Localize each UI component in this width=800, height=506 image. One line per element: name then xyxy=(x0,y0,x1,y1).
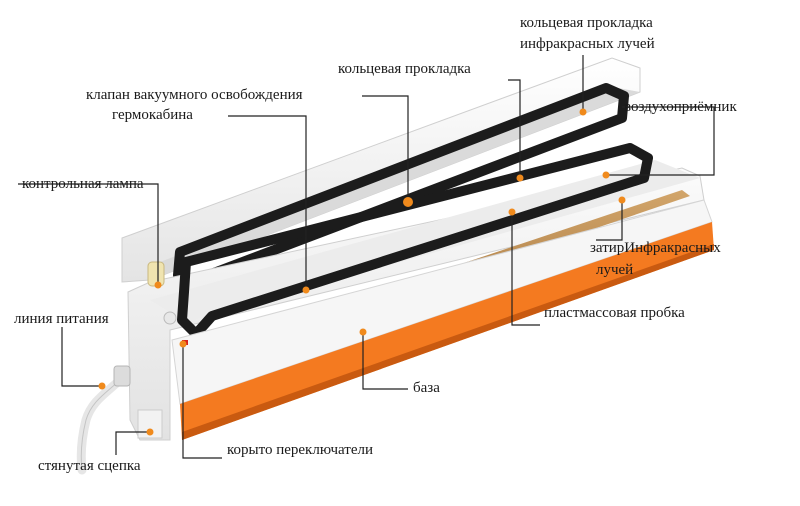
leader-lines xyxy=(18,55,715,459)
dot-power-line xyxy=(98,382,106,390)
dot-air-intake xyxy=(602,171,610,179)
label-infrared-ring-gasket-line1: кольцевая прокладка xyxy=(520,15,653,31)
leader-vacuum-valve xyxy=(362,95,409,200)
leader-infrared-heater xyxy=(596,200,623,241)
label-infrared-ring-gasket-line2: инфракрасных лучей xyxy=(520,36,655,52)
dot-sealed-chamber xyxy=(302,286,310,294)
label-infrared-heater-line1: затирИнфракрасных xyxy=(590,240,721,256)
label-air-intake: воздухоприёмник xyxy=(624,99,737,115)
marker-dots xyxy=(98,108,626,436)
label-power-line: линия питания xyxy=(14,311,109,327)
dot-vacuum-valve xyxy=(403,197,413,207)
dot-switch-housing xyxy=(179,340,187,348)
label-locking-clasp: стянутая сцепка xyxy=(38,458,141,474)
lamp-knob xyxy=(163,311,177,325)
leader-power-line xyxy=(61,327,102,387)
leader-air-intake xyxy=(606,106,715,176)
leader-ring-gasket xyxy=(508,79,521,178)
leader-switch-housing xyxy=(182,344,222,459)
label-indicator-lamp: контрольная лампа xyxy=(22,176,144,192)
leader-plastic-plug xyxy=(511,212,540,326)
label-switch-housing: корыто переключатели xyxy=(227,442,374,458)
orange-base-band xyxy=(180,222,714,440)
label-plastic-plug: пластмассовая пробка xyxy=(544,305,685,321)
dot-infrared-heater xyxy=(618,196,626,204)
dot-base xyxy=(359,328,367,336)
orange-band-shadow xyxy=(182,244,714,440)
power-cord-outline xyxy=(80,377,123,471)
leader-sealed-chamber xyxy=(228,115,307,290)
lid-ring-gasket xyxy=(173,83,629,287)
leader-indicator-lamp xyxy=(18,183,159,285)
label-infrared-heater-line2: лучей xyxy=(596,262,634,278)
cord-strain-relief xyxy=(113,365,131,387)
label-base: база xyxy=(413,380,440,396)
power-cord xyxy=(76,373,127,475)
dot-infrared-ring-gasket xyxy=(579,108,587,116)
leader-base xyxy=(362,332,408,390)
dot-plastic-plug xyxy=(508,208,516,216)
leader-locking-clasp xyxy=(115,431,150,455)
label-vacuum-release-valve: клапан вакуумного освобождения xyxy=(86,87,303,103)
label-ring-gasket: кольцевая прокладка xyxy=(338,61,471,77)
dot-ring-gasket xyxy=(516,174,524,182)
lid-inner-face xyxy=(150,88,640,280)
dot-indicator-lamp xyxy=(154,281,162,289)
dot-locking-clasp xyxy=(146,428,154,436)
label-sealed-chamber: гермокабина xyxy=(112,107,193,123)
base-ring-gasket xyxy=(177,143,653,339)
